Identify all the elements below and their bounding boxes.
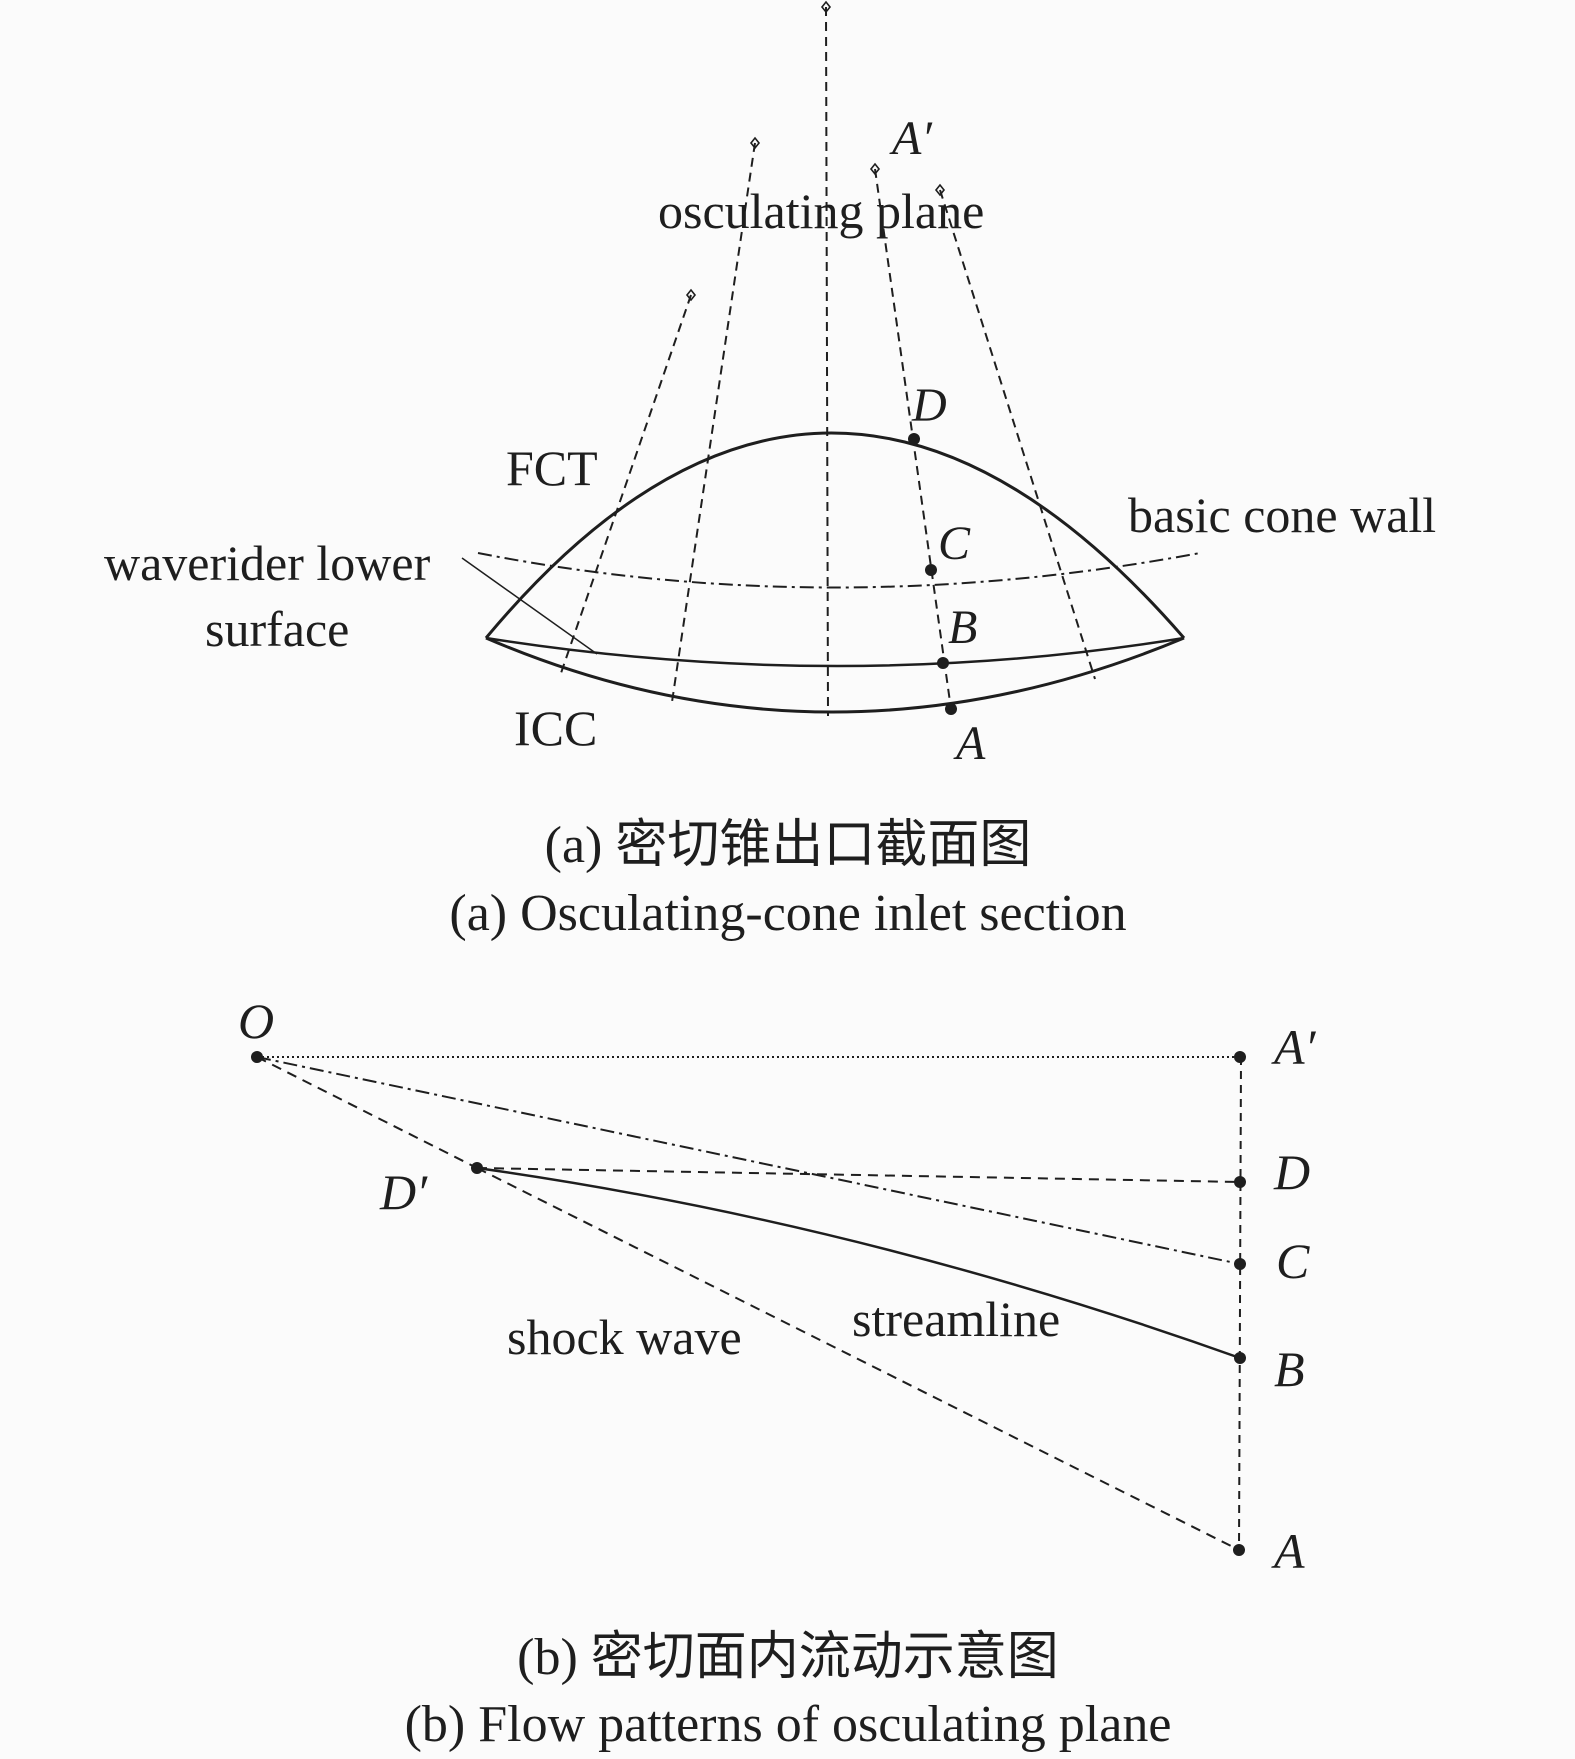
osculating-line-center (825, 6, 829, 717)
label-a-prime: A′ (889, 112, 933, 165)
caption-b-cn: (b) 密切面内流动示意图 (517, 1629, 1059, 1686)
label-surface: surface (205, 601, 349, 657)
label-waverider-lower: waverider lower (104, 535, 431, 591)
line-o-d-prime (256, 1056, 478, 1169)
point-c (1234, 1258, 1246, 1270)
label-d: D (911, 379, 947, 432)
line-end-markers (685, 0, 946, 302)
point-a (945, 703, 957, 715)
label-fct: FCT (506, 440, 598, 496)
point-c (925, 564, 937, 576)
point-d (1234, 1176, 1246, 1188)
marker-right-1 (934, 183, 946, 197)
label-b-b: B (1274, 1341, 1305, 1397)
shock-wave-line (476, 1167, 1240, 1551)
point-b (1234, 1352, 1246, 1364)
label-osculating-plane: osculating plane (658, 183, 984, 239)
marker-a-prime (869, 162, 881, 176)
line-d-prime-d (476, 1167, 1241, 1183)
waverider-lower-surface-curve (485, 636, 1185, 668)
label-o: O (238, 993, 274, 1049)
caption-b-en: (b) Flow patterns of osculating plane (405, 1696, 1172, 1753)
diagram-b: O A′ D′ D C B A shock wave streamline (b… (238, 993, 1317, 1753)
label-c-b: C (1276, 1233, 1310, 1289)
marker-left-2 (685, 288, 697, 302)
label-a-b: A (1271, 1523, 1305, 1579)
point-a (1233, 1544, 1245, 1556)
diagram-a: A′ osculating plane D FCT basic cone wal… (104, 0, 1436, 942)
osculating-line-left-1 (671, 142, 756, 703)
label-streamline: streamline (852, 1291, 1060, 1347)
point-d (908, 433, 920, 445)
caption-a-en: (a) Osculating-cone inlet section (449, 885, 1126, 942)
points-a (908, 433, 957, 715)
label-c: C (938, 517, 971, 570)
icc-curve (485, 636, 1185, 714)
label-d-prime: D′ (379, 1164, 428, 1220)
label-basic-cone-wall: basic cone wall (1128, 487, 1436, 543)
point-o (251, 1051, 263, 1063)
point-b (937, 657, 949, 669)
line-a-prime-a (1238, 1056, 1242, 1551)
osculating-line-right-1 (939, 189, 1096, 680)
point-d-prime (471, 1162, 483, 1174)
label-d-b: D (1273, 1144, 1310, 1200)
label-a: A (953, 717, 986, 770)
osculating-line-left-2 (559, 294, 692, 677)
point-a-prime (1234, 1051, 1246, 1063)
caption-a-cn: (a) 密切锥出口截面图 (545, 817, 1032, 874)
marker-left-1 (749, 136, 761, 150)
points-b (251, 1051, 1246, 1556)
marker-top (820, 0, 832, 14)
label-b: B (948, 601, 977, 654)
label-icc: ICC (514, 700, 597, 756)
basic-cone-wall-curve (477, 552, 1201, 589)
fct-curve (484, 431, 1186, 639)
line-o-c (256, 1056, 1241, 1265)
lower-surface-leader (461, 557, 598, 655)
streamline-curve (476, 1166, 1241, 1360)
osculating-plane-lines (559, 6, 1096, 717)
label-a-prime-b: A′ (1271, 1019, 1317, 1075)
label-shock-wave: shock wave (507, 1309, 742, 1365)
